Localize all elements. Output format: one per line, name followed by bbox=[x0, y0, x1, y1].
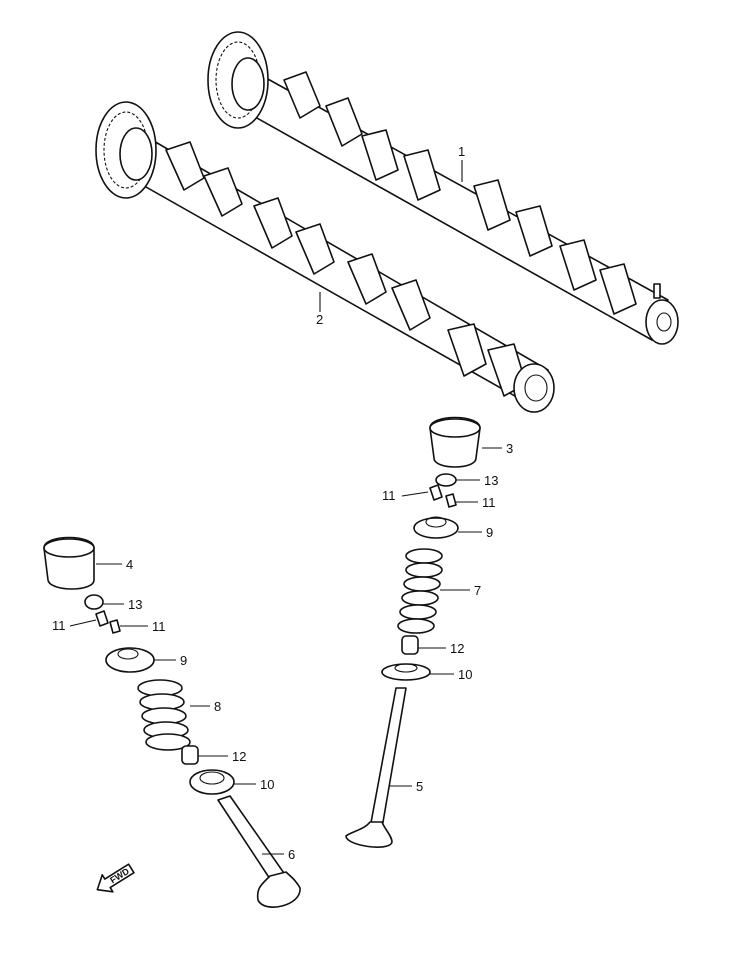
seal-12-right[interactable] bbox=[401, 635, 419, 655]
seat-10-right[interactable] bbox=[381, 663, 431, 681]
callout-5: 5 bbox=[416, 779, 423, 794]
seat-10-left[interactable] bbox=[189, 769, 235, 795]
leader-lines bbox=[69, 160, 502, 855]
callout-3: 3 bbox=[506, 441, 513, 456]
valve-6[interactable] bbox=[217, 795, 301, 908]
callout-9-left: 9 bbox=[180, 653, 187, 668]
callout-10-left: 10 bbox=[260, 777, 274, 792]
callout-11-right-b: 11 bbox=[482, 495, 496, 510]
callout-11-right-a: 11 bbox=[382, 488, 396, 503]
callout-8: 8 bbox=[214, 699, 221, 714]
seal-12-left[interactable] bbox=[181, 745, 199, 765]
retainer-9-right[interactable] bbox=[413, 516, 459, 539]
camshaft-1[interactable] bbox=[207, 31, 679, 345]
callout-6: 6 bbox=[288, 847, 295, 862]
cotter-11-right[interactable] bbox=[429, 484, 457, 508]
retainer-9-left[interactable] bbox=[105, 647, 155, 673]
shim-13-left[interactable] bbox=[84, 594, 104, 610]
tappet-4[interactable] bbox=[43, 536, 95, 590]
callout-11-left-a: 11 bbox=[52, 618, 66, 633]
callout-10-right: 10 bbox=[458, 667, 472, 682]
callout-4: 4 bbox=[126, 557, 133, 572]
callout-13-left: 13 bbox=[128, 597, 142, 612]
callout-11-left-b: 11 bbox=[152, 619, 166, 634]
callout-9-right: 9 bbox=[486, 525, 493, 540]
tappet-3[interactable] bbox=[429, 416, 481, 468]
callout-2: 2 bbox=[316, 312, 323, 327]
spring-8[interactable] bbox=[137, 679, 191, 751]
cotter-11-left[interactable] bbox=[95, 610, 121, 634]
callout-7: 7 bbox=[474, 583, 481, 598]
callout-12-left: 12 bbox=[232, 749, 246, 764]
shim-13-right[interactable] bbox=[435, 473, 457, 487]
callout-12-right: 12 bbox=[450, 641, 464, 656]
spring-7[interactable] bbox=[397, 548, 443, 634]
forward-arrow-icon: FWD bbox=[96, 863, 135, 893]
callout-13-right: 13 bbox=[484, 473, 498, 488]
valve-5[interactable] bbox=[345, 687, 407, 848]
camshaft-2[interactable] bbox=[95, 101, 555, 413]
callout-1: 1 bbox=[458, 144, 465, 159]
